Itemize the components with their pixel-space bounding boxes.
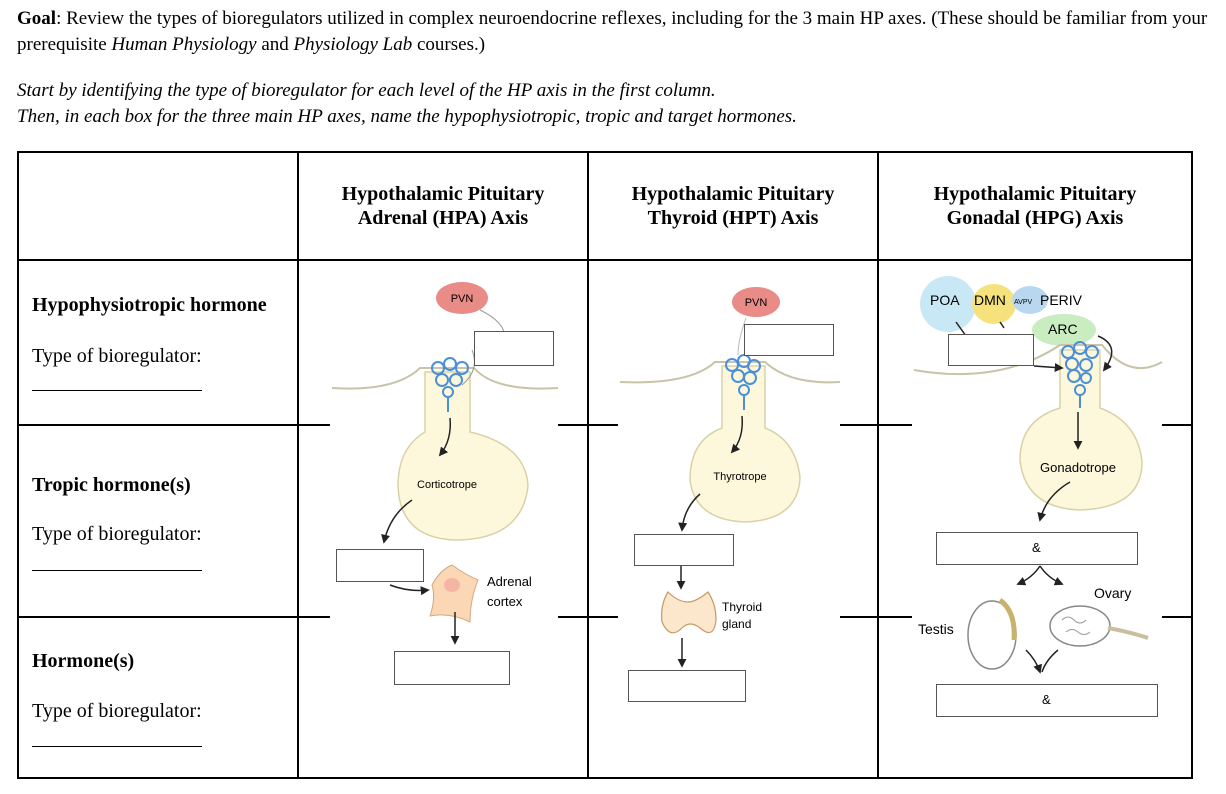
hpa-portal-vessels <box>431 357 469 412</box>
hpg-nucleus-2: DMN <box>974 292 1006 308</box>
hpa-cell-label: Corticotrope <box>417 479 477 491</box>
hpa-tropic-box[interactable] <box>336 549 424 582</box>
row-blank-2[interactable] <box>32 570 202 571</box>
hpg-ovary-shape <box>1049 605 1111 647</box>
goal-course-1: Human Physiology <box>111 34 257 55</box>
hpg-hormone-box[interactable] <box>936 684 1158 717</box>
hpt-hormone-box[interactable] <box>628 670 746 702</box>
instruction-2: Then, in each box for the three main HP … <box>17 106 797 127</box>
row-type-label-1: Type of bioregulator: <box>32 345 202 367</box>
row-blank-1[interactable] <box>32 390 202 391</box>
hpg-hormone-amp: & <box>1042 692 1051 707</box>
hpg-poa-shape <box>920 276 976 332</box>
row-blank-3[interactable] <box>32 746 202 747</box>
hpg-nucleus-1: POA <box>930 292 960 308</box>
hpa-pvn-label: PVN <box>451 293 474 305</box>
hpt-tropic-box[interactable] <box>634 534 734 566</box>
goal-label: Goal <box>17 8 57 29</box>
hpa-target-label-2: cortex <box>487 594 523 609</box>
goal-text-3: courses.) <box>412 34 486 55</box>
hpt-portal-vessels <box>725 354 761 410</box>
header-hpg: Hypothalamic Pituitary Gonadal (HPG) Axi… <box>878 182 1192 230</box>
header-hpt: Hypothalamic Pituitary Thyroid (HPT) Axi… <box>588 182 878 230</box>
hpa-hypophysiotropic-box[interactable] <box>474 331 554 366</box>
header-hpt-line2: Thyroid (HPT) Axis <box>647 207 819 229</box>
hpt-target-label-2: gland <box>722 617 751 631</box>
header-hpg-line1: Hypothalamic Pituitary <box>933 183 1137 205</box>
hpg-nucleus-4: PERIV <box>1040 292 1083 308</box>
hpt-cell-label: Thyrotrope <box>713 471 766 483</box>
hpt-target-label-1: Thyroid <box>722 600 762 614</box>
goal-paragraph: Goal: Review the types of bioregulators … <box>17 6 1212 58</box>
hpa-target-label-1: Adrenal <box>487 574 532 589</box>
hpg-target-female: Ovary <box>1094 585 1131 601</box>
hpt-pituitary-shape <box>689 365 801 523</box>
hpt-pvn-shape <box>732 287 780 317</box>
hpg-arc-shape <box>1032 314 1096 346</box>
goal-text-2: and <box>256 34 294 55</box>
hpg-portal-vessels <box>1061 341 1099 408</box>
goal-text-1: : Review the types of bioregulators util… <box>17 8 1208 55</box>
row-type-label-2: Type of bioregulator: <box>32 523 202 545</box>
row-title-hormones: Hormone(s) <box>32 650 135 672</box>
header-hpt-line1: Hypothalamic Pituitary <box>631 183 835 205</box>
header-hpa-line1: Hypothalamic Pituitary <box>341 183 545 205</box>
hpg-dmn-shape <box>972 284 1016 324</box>
hpt-hypophysiotropic-box[interactable] <box>744 324 834 356</box>
hpg-target-male: Testis <box>918 621 954 637</box>
hpg-cell-label: Gonadotrope <box>1040 460 1116 475</box>
instructions: Start by identifying the type of bioregu… <box>17 78 1212 130</box>
hpg-nucleus-3: AVPV <box>1014 299 1032 306</box>
header-hpa-line2: Adrenal (HPA) Axis <box>357 207 529 229</box>
hpg-nucleus-5: ARC <box>1048 321 1078 337</box>
hpg-hypophysiotropic-box[interactable] <box>948 334 1034 366</box>
hpa-pvn-shape <box>436 282 488 314</box>
row-title-tropic: Tropic hormone(s) <box>32 474 191 496</box>
goal-course-2: Physiology Lab <box>293 34 413 55</box>
hpg-tropic-box[interactable] <box>936 532 1138 565</box>
hpg-avpv-shape <box>1012 286 1048 314</box>
instruction-1: Start by identifying the type of bioregu… <box>17 80 716 101</box>
hpt-pvn-label: PVN <box>745 297 768 309</box>
row-title-hypophysiotropic: Hypophysiotropic hormone <box>32 294 267 316</box>
hpg-tropic-amp: & <box>1032 540 1041 555</box>
header-hpg-line2: Gonadal (HPG) Axis <box>946 207 1124 229</box>
hpa-hormone-box[interactable] <box>394 651 510 685</box>
header-hpa: Hypothalamic Pituitary Adrenal (HPA) Axi… <box>298 182 588 230</box>
hpa-adrenal-shape <box>429 564 479 623</box>
hpt-thyroid-shape <box>661 591 717 634</box>
hpa-pituitary-shape <box>397 371 529 541</box>
row-type-label-3: Type of bioregulator: <box>32 700 202 722</box>
hpg-pituitary-shape <box>1019 349 1143 511</box>
